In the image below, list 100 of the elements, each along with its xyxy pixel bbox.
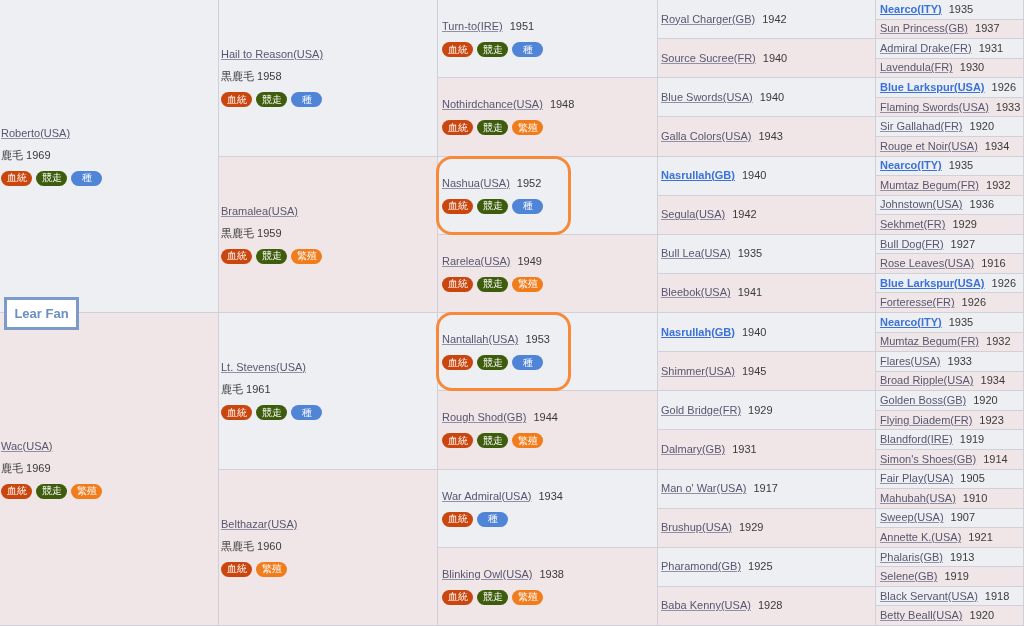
birth-year: 1907 — [950, 511, 976, 525]
birth-year: 1943 — [758, 129, 783, 143]
birth-year: 1932 — [986, 335, 1011, 349]
category-tag: 繁殖 — [291, 248, 322, 264]
category-tag: 競走 — [477, 589, 508, 605]
birth-year: 1929 — [748, 403, 773, 417]
birth-year: 1938 — [539, 567, 564, 581]
birth-year: 1937 — [975, 22, 1000, 36]
pedigree-cell — [658, 39, 876, 79]
birth-year: 1941 — [737, 286, 763, 300]
horse-name-link: Sun Princess(GB) — [880, 22, 969, 36]
horse-name-link: Phalaris(GB) — [880, 550, 943, 564]
birth-year: 1942 — [762, 12, 787, 26]
category-tag: 繁殖 — [512, 589, 543, 605]
category-tag: 繁殖 — [512, 276, 543, 292]
horse-name-link: Admiral Drake(FR) — [880, 41, 972, 55]
horse-name-link: Blue Larkspur(USA) — [880, 276, 985, 290]
horse-name-link: Shimmer(USA) — [661, 364, 735, 378]
category-tag: 血統 — [442, 511, 473, 527]
birth-year: 1918 — [984, 589, 1010, 603]
horse-name-link: War Admiral(USA) — [442, 489, 532, 503]
category-tag: 種 — [291, 92, 322, 108]
pedigree-cell — [876, 332, 1024, 353]
pedigree-cell — [219, 156, 438, 313]
horse-name-link: Lt. Stevens(USA) — [221, 361, 306, 375]
birth-year: 1934 — [538, 489, 563, 503]
horse-name-link: Sweep(USA) — [880, 511, 944, 525]
birth-year: 1921 — [968, 530, 993, 544]
birth-year: 1932 — [986, 178, 1011, 192]
coat-color-year: 黒鹿毛 1959 — [221, 226, 282, 240]
horse-name-link: Fair Play(USA) — [880, 472, 954, 486]
horse-name-link: Blinking Owl(USA) — [442, 567, 533, 581]
birth-year: 1936 — [969, 198, 995, 212]
birth-year: 1926 — [961, 296, 987, 310]
horse-name-link: Sekhmet(FR) — [880, 217, 946, 231]
horse-name-link: Belthazar(USA) — [221, 517, 298, 531]
pedigree-cell — [876, 391, 1024, 411]
pedigree-cell — [876, 371, 1024, 392]
horse-name-link: Wac(USA) — [1, 439, 53, 453]
birth-year: 1940 — [741, 325, 767, 339]
horse-name-link: Nearco(ITY) — [880, 2, 942, 16]
category-tag: 血統 — [442, 276, 473, 292]
pedigree-cell — [876, 254, 1024, 274]
pedigree-cell — [876, 508, 1024, 529]
pedigree-cell — [876, 313, 1024, 333]
pedigree-cell — [876, 528, 1024, 548]
birth-year: 1948 — [549, 98, 575, 112]
birth-year: 1923 — [979, 413, 1004, 427]
pedigree-cell — [876, 39, 1024, 59]
horse-name-link: Selene(GB) — [880, 570, 938, 584]
horse-name-link: Baba Kenny(USA) — [661, 599, 751, 613]
birth-year: 1935 — [737, 247, 763, 261]
horse-name-link: Man o' War(USA) — [661, 482, 747, 496]
birth-year: 1920 — [969, 120, 994, 134]
category-tag: 血統 — [442, 355, 473, 371]
pedigree-cell — [219, 313, 438, 470]
pedigree-cell — [876, 430, 1024, 450]
birth-year: 1931 — [732, 442, 757, 456]
birth-year: 1920 — [973, 394, 998, 408]
horse-name-link: Blue Larkspur(USA) — [880, 81, 985, 95]
pedigree-cell — [658, 156, 876, 196]
birth-year: 1919 — [944, 570, 969, 584]
pedigree-cell — [876, 97, 1024, 118]
pedigree-cell — [658, 0, 876, 40]
category-tag: 血統 — [442, 433, 473, 449]
birth-year: 1935 — [948, 315, 974, 329]
category-tag: 種 — [512, 198, 543, 214]
pedigree-cell — [658, 352, 876, 392]
birth-year: 1935 — [948, 2, 974, 16]
category-tag: 血統 — [442, 42, 473, 58]
horse-name-link: Gold Bridge(FR) — [661, 403, 742, 417]
pedigree-cell — [658, 273, 876, 313]
birth-year: 1905 — [960, 472, 985, 486]
birth-year: 1944 — [533, 411, 558, 425]
horse-name-link: Segula(USA) — [661, 208, 726, 222]
birth-year: 1917 — [753, 482, 778, 496]
pedigree-cell — [658, 547, 876, 587]
horse-name-link: Royal Charger(GB) — [661, 12, 756, 26]
horse-name-link: Betty Beall(USA) — [880, 609, 963, 623]
horse-name-link: Dalmary(GB) — [661, 442, 726, 456]
category-tag: 繁殖 — [512, 120, 543, 136]
category-tag: 血統 — [442, 120, 473, 136]
category-tag: 種 — [477, 511, 508, 527]
category-tag: 種 — [71, 170, 102, 186]
horse-name-link: Turn-to(IRE) — [442, 20, 503, 34]
horse-name-link: Mumtaz Begum(FR) — [880, 178, 980, 192]
horse-name-link: Nothirdchance(USA) — [442, 98, 543, 112]
pedigree-cell — [876, 449, 1024, 470]
horse-name-link: Forteresse(FR) — [880, 296, 955, 310]
birth-year: 1919 — [959, 433, 985, 447]
pedigree-cell — [438, 156, 658, 235]
category-tag: 競走 — [477, 276, 508, 292]
category-tag: 種 — [512, 42, 543, 58]
pedigree-cell — [876, 176, 1024, 196]
horse-name-link: Johnstown(USA) — [880, 198, 963, 212]
birth-year: 1920 — [969, 609, 994, 623]
horse-name-link: Nantallah(USA) — [442, 333, 519, 347]
pedigree-cell — [876, 215, 1024, 235]
pedigree-cell — [876, 0, 1024, 20]
category-tag: 種 — [291, 405, 322, 421]
